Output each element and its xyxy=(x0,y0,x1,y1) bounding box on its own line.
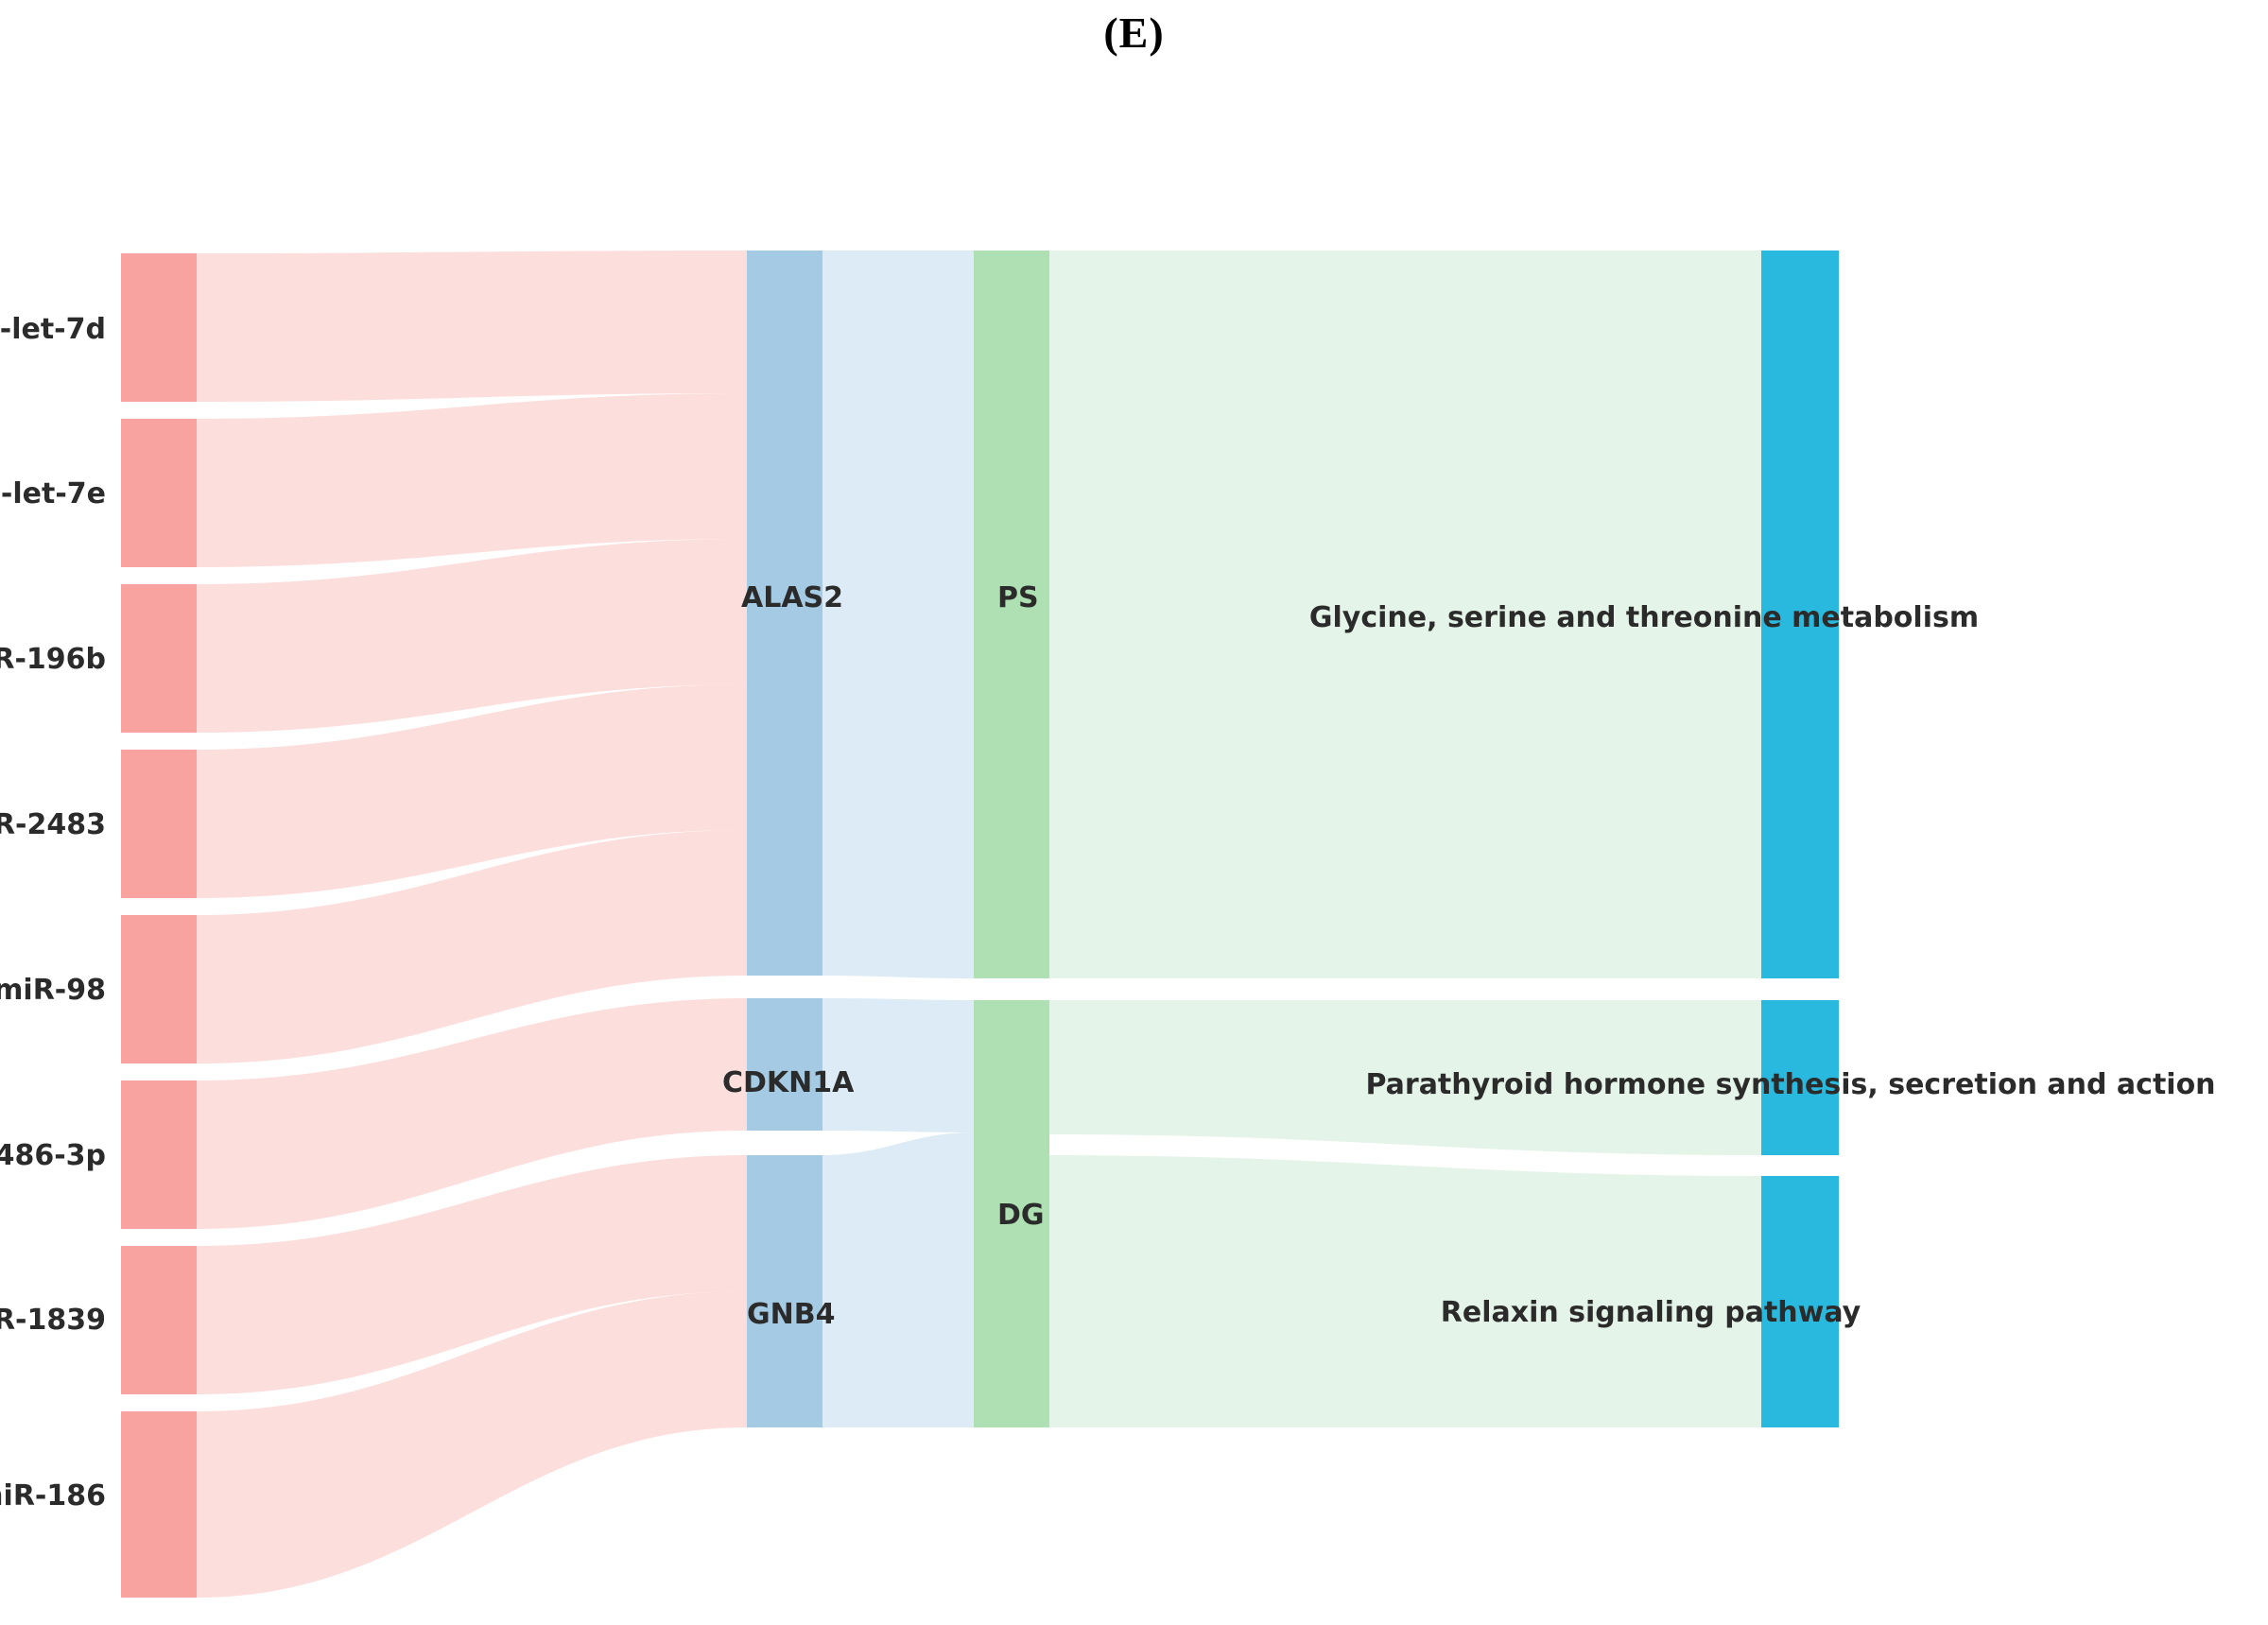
sankey-node[interactable] xyxy=(121,1080,197,1229)
mirna-node-label: eca-miR-2483 xyxy=(0,808,106,841)
sankey-labels-layer: eca-let-7d eca-let-7e eca-miR-196b eca-miR-… xyxy=(0,313,2216,1513)
pathway-node-label: Parathyroid hormone synthesis, secretion… xyxy=(1365,1068,2215,1101)
sankey-node[interactable] xyxy=(1761,251,1839,978)
sankey-node[interactable] xyxy=(1761,1000,1839,1155)
sankey-node[interactable] xyxy=(121,1246,197,1394)
sankey-link xyxy=(822,251,974,978)
sankey-node[interactable] xyxy=(747,251,822,976)
sankey-link xyxy=(197,251,747,402)
sankey-link xyxy=(197,539,747,733)
module-node-label: PS xyxy=(997,581,1039,614)
sankey-link xyxy=(822,998,974,1132)
sankey-link xyxy=(822,1132,974,1427)
gene-node-label: ALAS2 xyxy=(741,581,843,614)
sankey-link xyxy=(197,393,747,567)
sankey-node[interactable] xyxy=(121,584,197,733)
sankey-link xyxy=(197,830,747,1063)
sankey-node[interactable] xyxy=(121,915,197,1063)
sankey-nodes-layer xyxy=(121,251,1839,1598)
mirna-node-label: eca-miR-98 xyxy=(0,974,106,1007)
mirna-node-label: eca-miR-186 xyxy=(0,1479,106,1513)
sankey-link xyxy=(1049,251,1761,978)
sankey-link xyxy=(197,684,747,898)
sankey-node[interactable] xyxy=(121,419,197,567)
gene-node-label: CDKN1A xyxy=(722,1066,855,1099)
sankey-node[interactable] xyxy=(747,998,822,1131)
mirna-node-label: eca-let-7e xyxy=(0,477,106,510)
sankey-link xyxy=(197,998,747,1229)
sankey-link xyxy=(197,1291,747,1598)
mirna-node-label: eca-miR-486-3p xyxy=(0,1139,106,1172)
gene-node-label: GNB4 xyxy=(747,1298,835,1331)
sankey-link xyxy=(1049,1000,1761,1155)
sankey-links-layer xyxy=(197,251,1761,1598)
sankey-node[interactable] xyxy=(121,253,197,402)
panel-title: (E) xyxy=(1103,9,1165,57)
pathway-node-label: Relaxin signaling pathway xyxy=(1441,1296,1861,1329)
pathway-node-label: Glycine, serine and threonine metabolism xyxy=(1309,601,1979,634)
sankey-node[interactable] xyxy=(747,1155,822,1427)
mirna-node-label: eca-let-7d xyxy=(0,313,106,346)
sankey-link xyxy=(1049,1155,1761,1427)
sankey-node[interactable] xyxy=(121,750,197,898)
module-node-label: DG xyxy=(997,1199,1045,1232)
sankey-link xyxy=(197,1155,747,1394)
mirna-node-label: eca-miR-196b xyxy=(0,643,106,676)
sankey-node[interactable] xyxy=(974,1000,1049,1427)
sankey-node[interactable] xyxy=(1761,1176,1839,1427)
mirna-node-label: eca-miR-1839 xyxy=(0,1304,106,1337)
sankey-node[interactable] xyxy=(121,1411,197,1598)
sankey-node[interactable] xyxy=(974,251,1049,978)
